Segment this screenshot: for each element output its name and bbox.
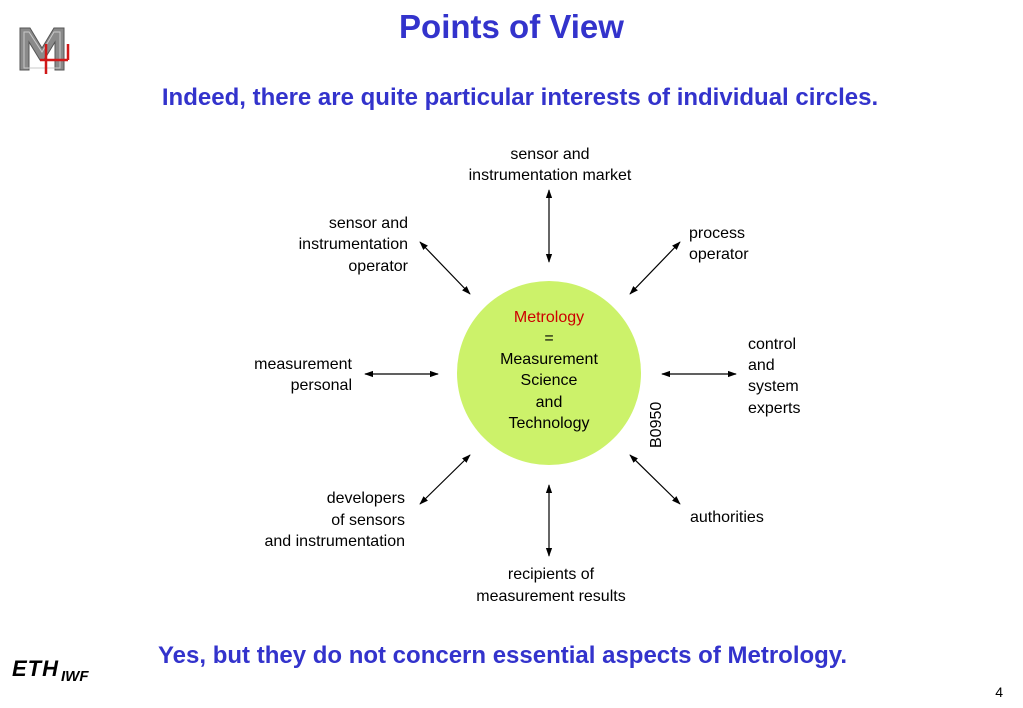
node-sensor-operator: sensor and instrumentation operator: [299, 215, 409, 275]
arrow-bottom-right: [629, 454, 681, 505]
svg-text:instrumentation: instrumentation: [299, 236, 408, 253]
slide-title: Points of View: [399, 8, 624, 45]
arrow-top-left: [419, 241, 471, 295]
svg-text:system: system: [748, 378, 799, 395]
center-line-measurement: Measurement: [500, 351, 598, 368]
center-line-and: and: [536, 394, 563, 411]
figure-code: B0950: [648, 402, 665, 448]
svg-text:personal: personal: [291, 377, 352, 394]
center-line-science: Science: [521, 372, 578, 389]
node-process-operator: process operator: [689, 225, 749, 263]
footer-note: Yes, but they do not concern essential a…: [158, 642, 848, 669]
center-line-technology: Technology: [509, 415, 590, 432]
svg-text:and: and: [748, 357, 775, 374]
svg-text:measurement: measurement: [254, 356, 352, 373]
node-developers: developers of sensors and instrumentatio…: [264, 490, 405, 550]
svg-text:sensor and: sensor and: [510, 146, 589, 163]
institute-m-logo-icon: [19, 27, 70, 74]
metrology-circle: [457, 281, 641, 465]
center-label: Metrology = Measurement Science and Tech…: [500, 309, 598, 432]
node-measurement-personal: measurement personal: [254, 356, 352, 394]
svg-text:authorities: authorities: [690, 509, 764, 526]
svg-text:sensor and: sensor and: [329, 215, 408, 232]
center-line-equals: =: [544, 330, 553, 347]
slide-subtitle: Indeed, there are quite particular inter…: [161, 84, 879, 111]
node-recipients: recipients of measurement results: [476, 566, 625, 605]
svg-text:instrumentation market: instrumentation market: [469, 167, 632, 184]
svg-text:control: control: [748, 336, 796, 353]
iwf-logo-text: IWF: [61, 668, 89, 685]
arrow-top-right: [629, 241, 681, 295]
arrow-bottom-left: [419, 454, 471, 505]
svg-text:of sensors: of sensors: [331, 512, 405, 529]
svg-text:process: process: [689, 225, 745, 242]
svg-text:recipients of: recipients of: [508, 566, 595, 583]
svg-text:operator: operator: [689, 246, 749, 263]
svg-text:operator: operator: [348, 258, 408, 275]
eth-logo-text: ETH: [12, 656, 59, 681]
center-line-metrology: Metrology: [514, 309, 584, 326]
page-number: 4: [995, 684, 1003, 700]
svg-text:measurement results: measurement results: [476, 588, 625, 605]
svg-text:developers: developers: [327, 490, 405, 507]
svg-text:experts: experts: [748, 400, 800, 417]
svg-text:and instrumentation: and instrumentation: [264, 533, 405, 550]
node-authorities: authorities: [690, 509, 764, 526]
node-sensor-market: sensor and instrumentation market: [469, 146, 632, 184]
node-control-experts: control and system experts: [748, 336, 800, 417]
